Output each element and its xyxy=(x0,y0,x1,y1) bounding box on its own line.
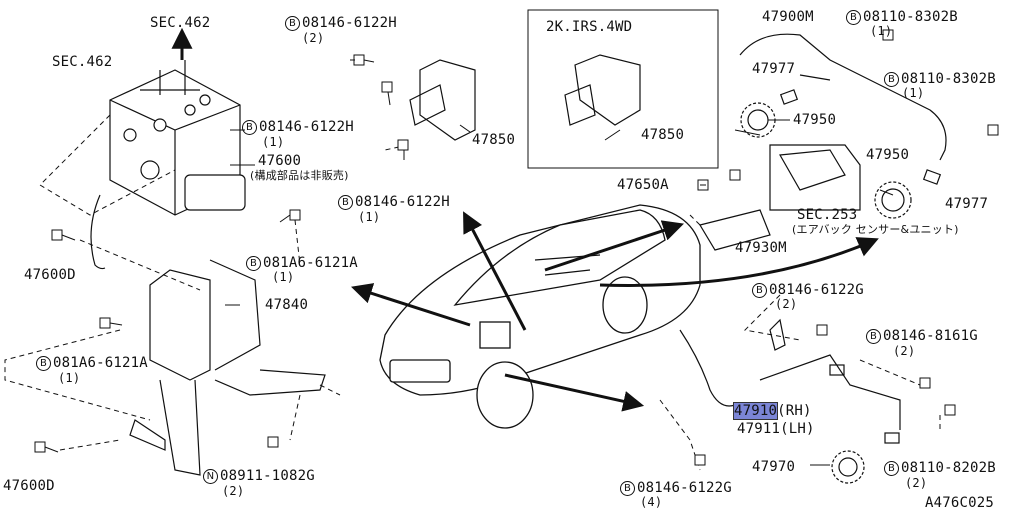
rear-sensor-harness-drawing xyxy=(739,33,947,185)
part-number: 08146-6122H xyxy=(302,15,397,31)
label-47600: 47600 xyxy=(258,153,302,169)
label-sec253-note: (エアバック センサー&ユニット) xyxy=(792,223,959,236)
b-badge: B xyxy=(846,10,861,25)
solid-leaders xyxy=(225,59,894,466)
label-47840: 47840 xyxy=(265,297,309,313)
label-b-08146-6122h-top-qty: (2) xyxy=(302,31,325,45)
b-badge: B xyxy=(242,120,257,135)
front-sensor-drawing xyxy=(679,318,901,444)
vehicle-drawing xyxy=(379,204,701,429)
part-number: 081A6-6121A xyxy=(53,355,148,371)
label-b-08146-6122h-low-qty: (1) xyxy=(358,210,381,224)
b-badge: B xyxy=(752,283,767,298)
label-b-081a6-6121a-left-qty: (1) xyxy=(58,371,81,385)
label-47600-note: (構成部品は非販売) xyxy=(250,169,349,182)
label-47977-top: 47977 xyxy=(752,61,796,77)
part-number: 47911 xyxy=(737,421,781,437)
b-badge: B xyxy=(246,256,261,271)
label-47900m: 47900M xyxy=(762,9,814,25)
label-sec462-left: SEC.462 xyxy=(52,54,113,70)
label-47600d-top: 47600D xyxy=(24,267,76,283)
label-b-08110-8302b-mid-qty: (1) xyxy=(902,86,925,100)
abs-actuator-drawing xyxy=(90,60,246,270)
label-n-08911-1082g-qty: (2) xyxy=(222,484,245,498)
airbag-sensor-drawing xyxy=(699,144,861,251)
label-b-08110-8202b-qty: (2) xyxy=(905,476,928,490)
bracket-47850-drawing xyxy=(409,54,641,141)
label-47970: 47970 xyxy=(752,459,796,475)
part-number: 08110-8302B xyxy=(863,9,958,25)
diagram-id: A476C025 xyxy=(925,495,995,510)
label-47950-top: 47950 xyxy=(793,112,837,128)
label-47600d-bottom: 47600D xyxy=(3,478,55,494)
label-b-08146-8161g-qty: (2) xyxy=(893,344,916,358)
label-47910[interactable]: 47910(RH) xyxy=(732,402,812,420)
part-number: 08146-6122H xyxy=(355,194,450,210)
part-number: 08146-6122G xyxy=(769,282,864,298)
callout-arrows xyxy=(171,27,879,412)
b-badge: B xyxy=(884,461,899,476)
part-number: 081A6-6121A xyxy=(263,255,358,271)
label-b-081a6-6121a-right-qty: (1) xyxy=(272,270,295,284)
label-47977-right: 47977 xyxy=(945,196,989,212)
label-b-08146-6122h-mid-qty: (1) xyxy=(262,135,285,149)
part-number: 08146-6122G xyxy=(637,480,732,496)
part-number: 08146-6122H xyxy=(259,119,354,135)
b-badge: B xyxy=(866,329,881,344)
b-badge: B xyxy=(884,72,899,87)
label-47850-inset: 47850 xyxy=(641,127,685,143)
label-b-08146-6122g-top-qty: (2) xyxy=(775,297,798,311)
label-47650a: 47650A xyxy=(617,177,669,193)
n-badge: N xyxy=(203,469,218,484)
part-number: 08146-8161G xyxy=(883,328,978,344)
mount-bracket-drawing xyxy=(129,259,326,476)
label-sec462-top: SEC.462 xyxy=(150,15,211,31)
label-47930m: 47930M xyxy=(735,240,787,256)
label-sec253: SEC.253 xyxy=(797,207,858,223)
b-badge: B xyxy=(285,16,300,31)
label-b-08146-6122g-bottom-qty: (4) xyxy=(640,495,663,509)
b-badge: B xyxy=(338,195,353,210)
label-47911: 47911(LH) xyxy=(737,422,815,436)
label-47850-main: 47850 xyxy=(472,132,516,148)
bolt-drawings xyxy=(34,29,999,466)
inset-title: 2K.IRS.4WD xyxy=(546,19,633,35)
b-badge: B xyxy=(620,481,635,496)
dashed-leaders xyxy=(4,114,941,471)
label-b-08110-8302b-top-qty: (1) xyxy=(870,24,893,38)
side-rh: (RH) xyxy=(777,403,812,419)
side-lh: (LH) xyxy=(780,421,815,437)
part-number: 08110-8302B xyxy=(901,71,996,87)
part-number: 08110-8202B xyxy=(901,460,996,476)
label-47950-right: 47950 xyxy=(866,147,910,163)
b-badge: B xyxy=(36,356,51,371)
part-number: 08911-1082G xyxy=(220,468,315,484)
highlighted-part-number[interactable]: 47910 xyxy=(732,402,779,420)
